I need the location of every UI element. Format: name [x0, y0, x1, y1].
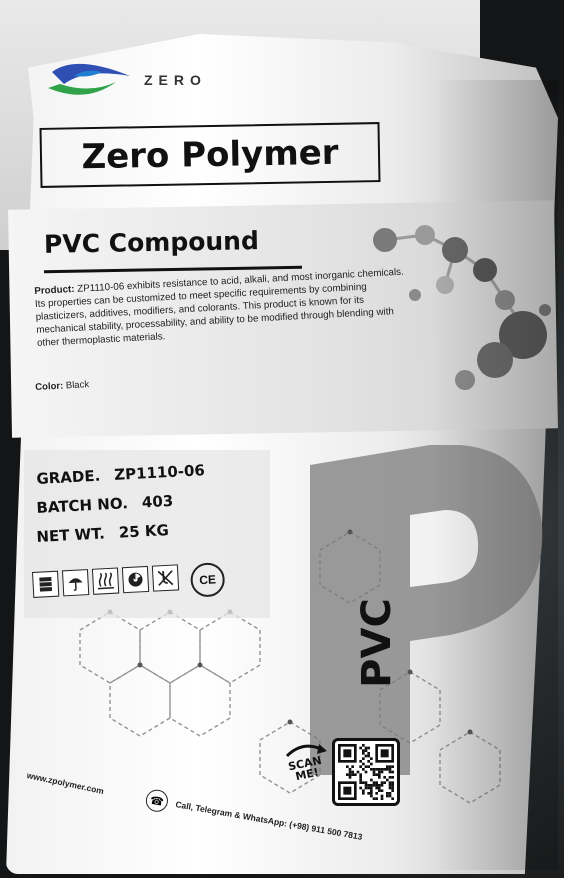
product-title: PVC Compound: [43, 226, 260, 259]
brand-box: Zero Polymer: [39, 122, 381, 188]
qr-code-icon: [338, 744, 394, 800]
scan-me-badge: SCAN ME!: [283, 742, 329, 802]
protect-from-heat-icon: [91, 567, 120, 595]
stack-limit-icon: [32, 570, 60, 598]
description-label: Product:: [34, 283, 75, 297]
scan-arrow-icon: [285, 744, 327, 758]
big-p-graphic-icon: [310, 445, 543, 775]
radiation-icon: [121, 565, 150, 594]
netwt-label: NET WT.: [36, 524, 106, 546]
zero-logo: ZERO: [46, 58, 207, 102]
color-label: Color:: [35, 380, 64, 393]
pvc-vertical-text: PVC: [354, 598, 400, 688]
color-value: Black: [65, 379, 90, 392]
molecule-graphic-icon: [373, 225, 551, 390]
leaf-hands-logo-icon: [48, 63, 130, 95]
netwt-value: 25 KG: [118, 521, 170, 542]
keep-dry-umbrella-icon: [61, 569, 90, 597]
qr-code: [332, 738, 400, 806]
brand-name: Zero Polymer: [81, 132, 339, 178]
logo-text: ZERO: [144, 72, 207, 88]
handling-icons: CE: [32, 561, 226, 606]
grade-label: GRADE.: [36, 466, 101, 488]
batch-value: 403: [141, 491, 174, 512]
ce-mark-icon: CE: [189, 561, 226, 598]
phone-icon: ☎: [144, 788, 170, 814]
do-not-use-hooks-icon: [151, 564, 180, 592]
